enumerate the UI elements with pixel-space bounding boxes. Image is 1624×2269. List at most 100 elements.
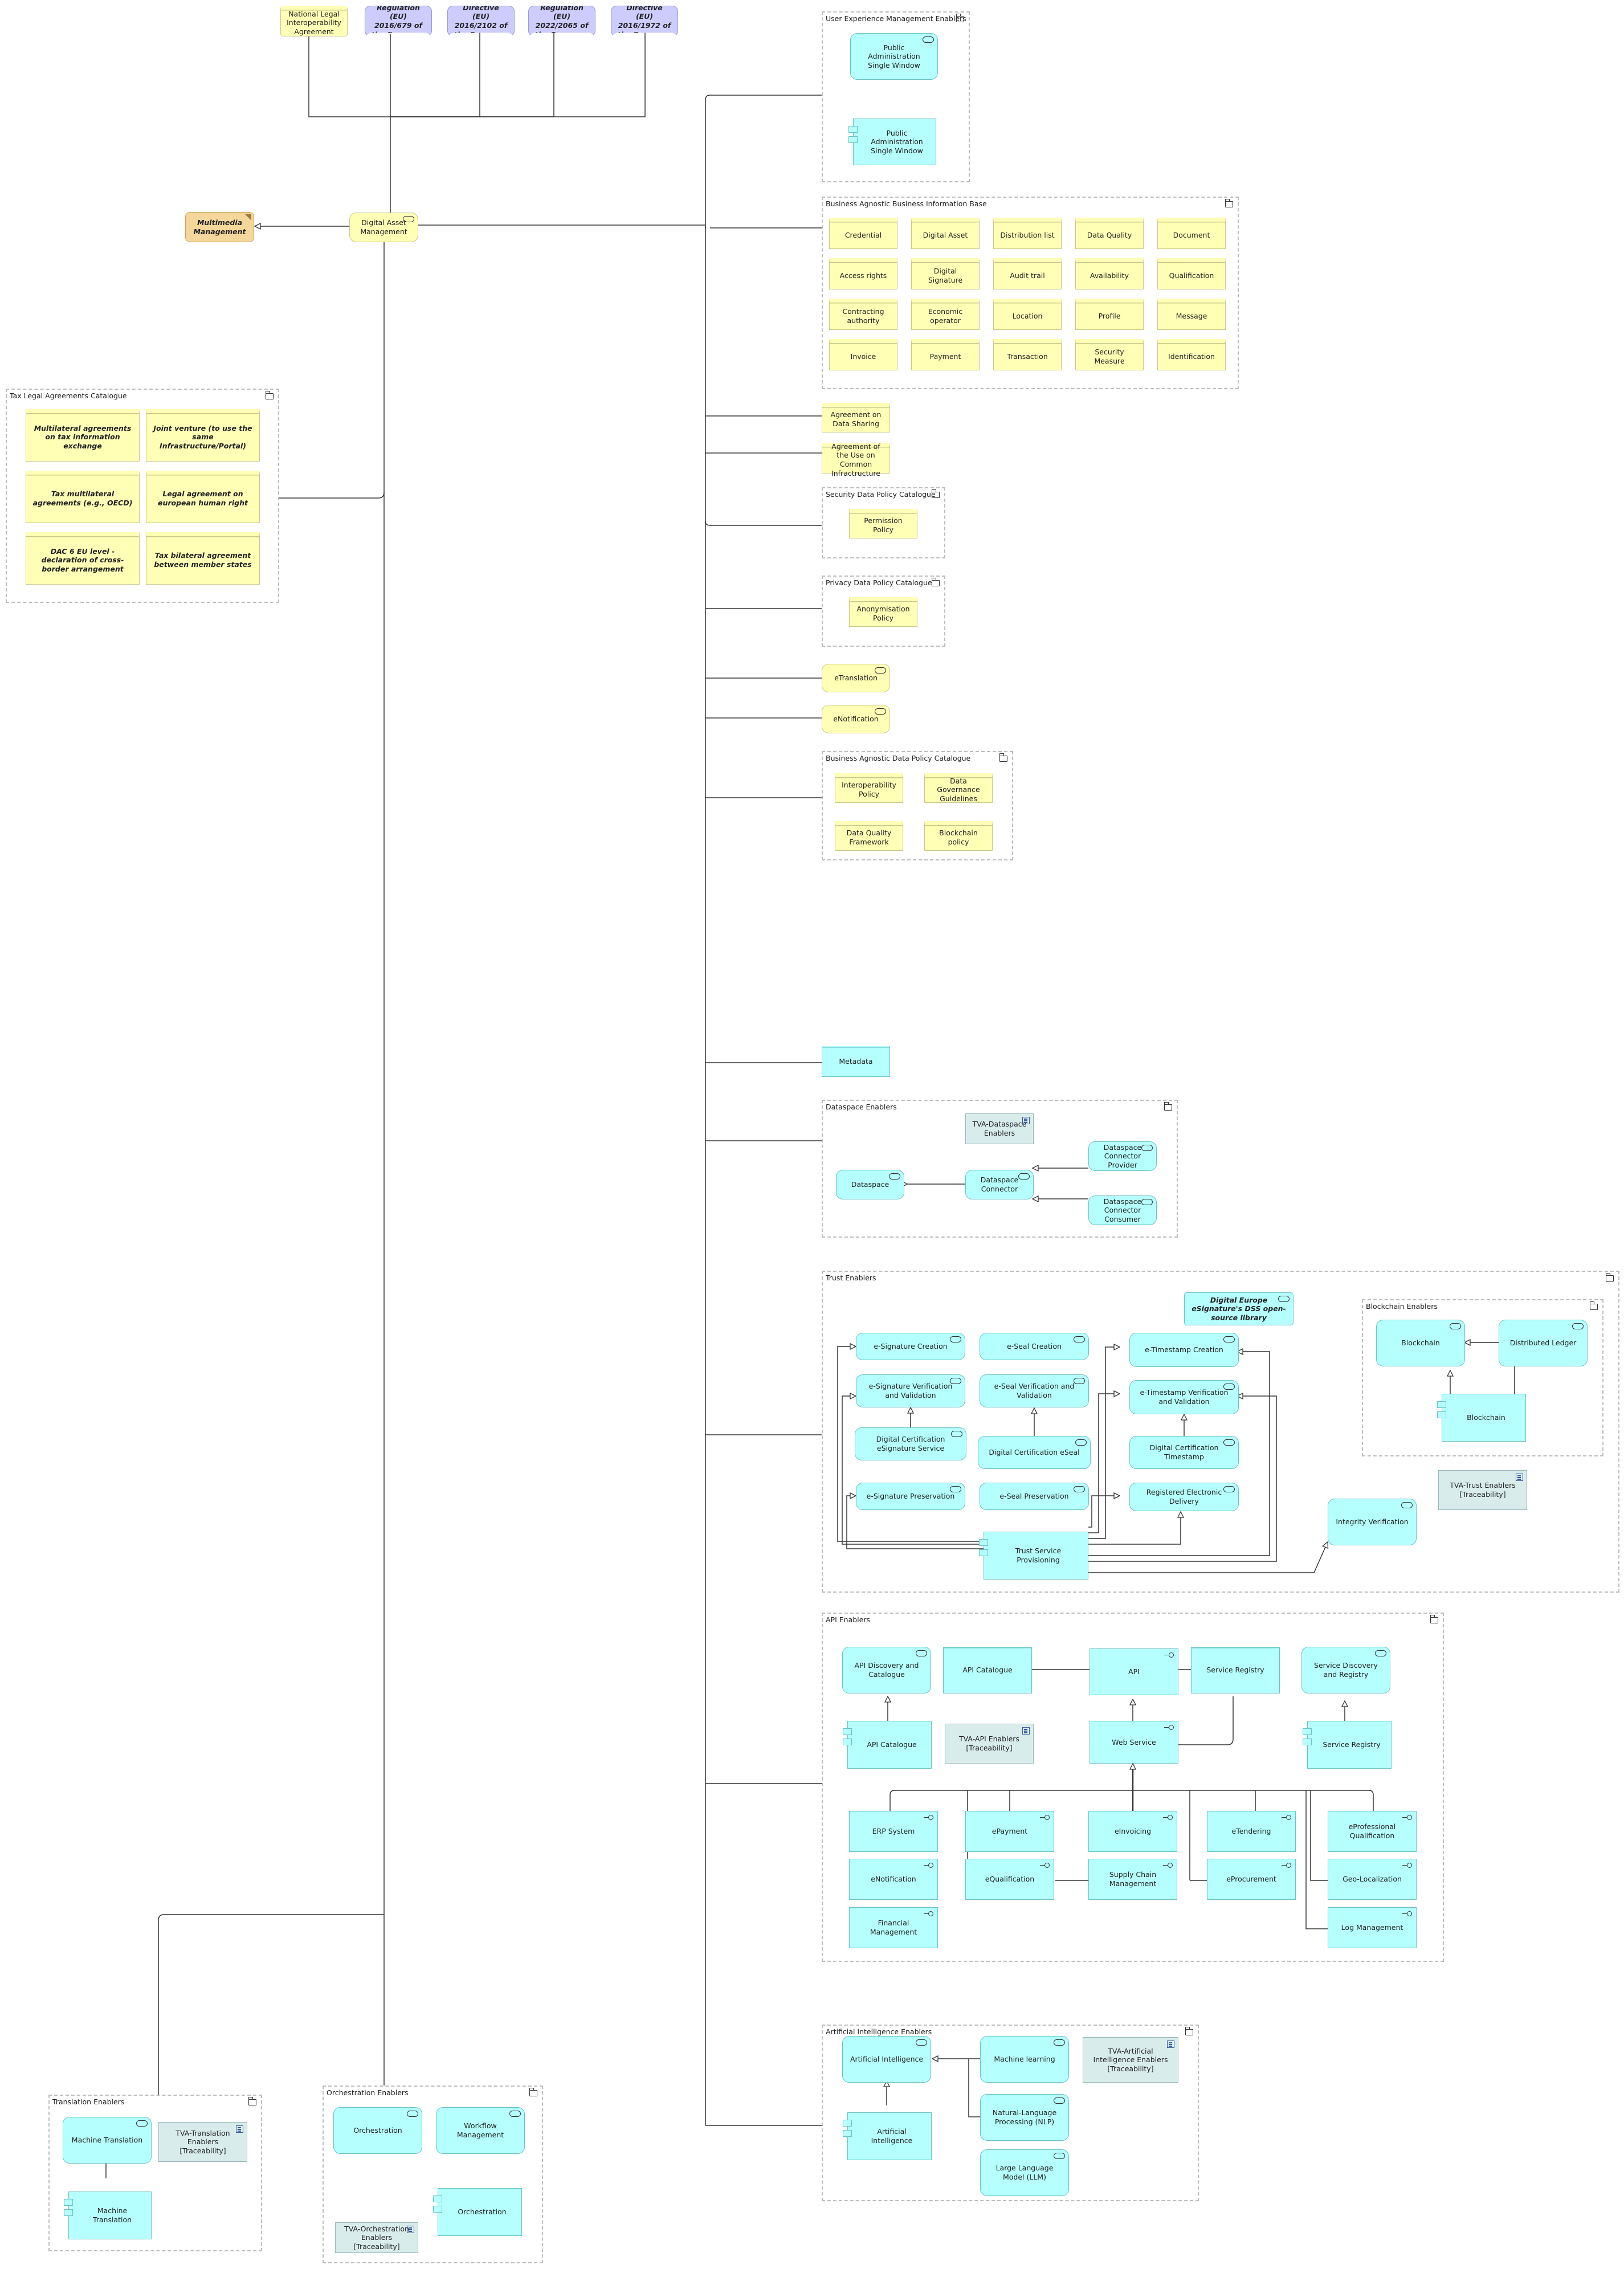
business-object[interactable]: Message xyxy=(1157,299,1226,330)
tva-ai-enablers[interactable]: TVA-Artificial Intelligence Enablers [Tr… xyxy=(1083,2037,1178,2083)
api-interface[interactable]: API xyxy=(1090,1648,1178,1695)
tax-agreement[interactable]: Joint venture (to use the same Infrastru… xyxy=(146,409,260,462)
eseal-creation[interactable]: e-Seal Creation xyxy=(980,1333,1089,1360)
business-object[interactable]: Location xyxy=(993,299,1062,330)
service-discovery-registry[interactable]: Service Discovery and Registry xyxy=(1301,1647,1390,1693)
agreement-data-sharing[interactable]: Agreement on Data Sharing xyxy=(822,403,890,432)
interoperability-policy[interactable]: Interoperability Policy xyxy=(835,773,903,803)
business-object[interactable]: Distribution list xyxy=(993,218,1062,249)
orchestration-component[interactable]: Orchestration xyxy=(433,2188,522,2236)
group-tax-legal-agreements[interactable]: Tax Legal Agreements Catalogue xyxy=(6,389,279,603)
tax-agreement[interactable]: DAC 6 EU level - declaration of cross-bo… xyxy=(26,532,140,585)
business-object[interactable]: Digital Asset xyxy=(911,218,980,249)
business-object[interactable]: Transaction xyxy=(993,339,1062,370)
group-blockchain[interactable]: Blockchain Enablers xyxy=(1362,1299,1603,1456)
blockchain-policy[interactable]: Blockchain policy xyxy=(924,821,993,851)
legal-agreement-national[interactable]: National Legal Interoperability Agreemen… xyxy=(280,6,348,36)
business-object[interactable]: Security Measure xyxy=(1075,339,1144,370)
business-object[interactable]: Payment xyxy=(911,339,980,370)
machine-translation-service[interactable]: Machine Translation xyxy=(63,2117,152,2164)
group-user-experience[interactable]: User Experience Management Enablers xyxy=(822,11,970,182)
multimedia-management-deliverable[interactable]: Multimedia Management xyxy=(185,212,254,242)
group-translation[interactable]: Translation Enablers xyxy=(48,2095,262,2251)
directive-2016-1972[interactable]: Directive (EU) 2016/1972 of the European xyxy=(611,6,678,36)
enotification-service[interactable]: eNotification xyxy=(822,705,890,733)
anonymisation-policy[interactable]: Anonymisation Policy xyxy=(849,597,917,627)
api-discovery-catalogue[interactable]: API Discovery and Catalogue xyxy=(842,1647,931,1693)
dataspace-connector-consumer[interactable]: Dataspace Connector Consumer xyxy=(1088,1195,1157,1225)
business-object[interactable]: Availability xyxy=(1075,258,1144,289)
financial-management-interface[interactable]: Financial Management xyxy=(849,1907,938,1948)
machine-translation-component[interactable]: Machine Translation xyxy=(64,2192,152,2239)
llm-service[interactable]: Large Language Model (LLM) xyxy=(980,2149,1069,2196)
service-registry-object[interactable]: Service Registry xyxy=(1191,1647,1280,1693)
business-object[interactable]: Audit trail xyxy=(993,258,1062,289)
integrity-verification[interactable]: Integrity Verification xyxy=(1328,1499,1417,1545)
group-trust[interactable]: Trust Enablers xyxy=(822,1271,1619,1593)
tax-agreement[interactable]: Tax bilateral agreement between member s… xyxy=(146,532,260,585)
esignature-preservation[interactable]: e-Signature Preservation xyxy=(856,1483,965,1510)
esignature-creation[interactable]: e-Signature Creation xyxy=(856,1333,965,1360)
geo-localization-interface[interactable]: Geo-Localization xyxy=(1328,1859,1417,1900)
tax-agreement[interactable]: Legal agreement on european human right xyxy=(146,471,260,523)
esignature-verification[interactable]: e-Signature Verification and Validation xyxy=(856,1374,965,1407)
data-governance-guidelines[interactable]: Data Governance Guidelines xyxy=(924,773,993,803)
tva-dataspace-enablers[interactable]: TVA-Dataspace Enablers xyxy=(965,1113,1034,1144)
distributed-ledger-service[interactable]: Distributed Ledger xyxy=(1499,1320,1588,1366)
log-management-interface[interactable]: Log Management xyxy=(1328,1907,1417,1948)
api-catalogue-object[interactable]: API Catalogue xyxy=(943,1647,1032,1693)
group-security-policy[interactable]: Security Data Policy Catalogue xyxy=(822,487,945,558)
digital-certification-eseal[interactable]: Digital Certification eSeal xyxy=(978,1436,1091,1469)
orchestration-service[interactable]: Orchestration xyxy=(333,2107,422,2154)
dss-library[interactable]: Digital Europe eSignature's DSS open-sou… xyxy=(1184,1292,1294,1325)
nlp-service[interactable]: Natural-Language Processing (NLP) xyxy=(980,2094,1069,2141)
regulation-gdpr[interactable]: Regulation (EU) 2016/679 of the European xyxy=(365,6,432,36)
service-registry-component[interactable]: Service Registry xyxy=(1303,1721,1392,1769)
group-privacy-policy[interactable]: Privacy Data Policy Catalogue xyxy=(822,576,945,647)
etendering-interface[interactable]: eTendering xyxy=(1207,1811,1296,1852)
machine-learning-service[interactable]: Machine learning xyxy=(980,2036,1069,2083)
eprocurement-interface[interactable]: eProcurement xyxy=(1207,1859,1296,1900)
business-object[interactable]: Credential xyxy=(829,218,897,249)
etimestamp-creation[interactable]: e-Timestamp Creation xyxy=(1129,1333,1239,1367)
business-object[interactable]: Access rights xyxy=(829,258,897,289)
ai-component[interactable]: Artificial Intelligence xyxy=(843,2112,932,2160)
digital-certification-esignature[interactable]: Digital Certification eSignature Service xyxy=(855,1427,966,1460)
dataspace-connector[interactable]: Dataspace Connector xyxy=(965,1170,1034,1199)
business-object[interactable]: Document xyxy=(1157,218,1226,249)
workflow-management-service[interactable]: Workflow Management xyxy=(436,2107,525,2154)
tax-agreement[interactable]: Multilateral agreements on tax informati… xyxy=(26,409,140,462)
tax-agreement[interactable]: Tax multilateral agreements (e.g., OECD) xyxy=(26,471,140,523)
group-api[interactable]: API Enablers xyxy=(822,1613,1444,1962)
dataspace-connector-provider[interactable]: Dataspace Connector Provider xyxy=(1088,1141,1157,1171)
metadata-object[interactable]: Metadata xyxy=(822,1046,890,1077)
tva-translation-enablers[interactable]: TVA-Translation Enablers [Traceability] xyxy=(158,2122,247,2162)
data-quality-framework[interactable]: Data Quality Framework xyxy=(835,821,903,851)
tva-trust-enablers[interactable]: TVA-Trust Enablers [Traceability] xyxy=(1438,1470,1527,1510)
tva-api-enablers[interactable]: TVA-API Enablers [Traceability] xyxy=(945,1724,1034,1764)
einvoicing-interface[interactable]: eInvoicing xyxy=(1088,1811,1177,1852)
trust-service-provisioning-component[interactable]: Trust Service Provisioning xyxy=(979,1532,1088,1580)
business-object[interactable]: Data Quality xyxy=(1075,218,1144,249)
business-object[interactable]: Economic operator xyxy=(911,299,980,330)
registered-electronic-delivery[interactable]: Registered Electronic Delivery xyxy=(1129,1483,1239,1511)
api-catalogue-component[interactable]: API Catalogue xyxy=(843,1721,932,1769)
tva-orchestration-enablers[interactable]: TVA-Orchestration Enablers [Traceability… xyxy=(335,2222,418,2253)
digital-asset-management-service[interactable]: Digital Asset Management xyxy=(349,213,418,242)
blockchain-component[interactable]: Blockchain xyxy=(1437,1394,1526,1442)
supply-chain-management-interface[interactable]: Supply Chain Management xyxy=(1088,1859,1177,1900)
eseal-preservation[interactable]: e-Seal Preservation xyxy=(980,1483,1089,1510)
group-business-information-base[interactable]: Business Agnostic Business Information B… xyxy=(822,197,1239,389)
equalification-interface[interactable]: eQualification xyxy=(965,1859,1054,1900)
eprofessional-qualification-interface[interactable]: eProfessional Qualification xyxy=(1328,1811,1417,1852)
web-service-interface[interactable]: Web Service xyxy=(1090,1721,1178,1764)
group-data-policy[interactable]: Business Agnostic Data Policy Catalogue xyxy=(822,751,1013,860)
group-artificial-intelligence[interactable]: Artificial Intelligence Enablers xyxy=(822,2025,1199,2201)
directive-2016-2102[interactable]: Directive (EU) 2016/2102 of the European xyxy=(447,6,515,36)
regulation-2022-2065[interactable]: Regulation (EU) 2022/2065 of the Europea… xyxy=(528,6,595,36)
business-object[interactable]: Profile xyxy=(1075,299,1144,330)
erp-system-interface[interactable]: ERP System xyxy=(849,1811,938,1852)
ai-service[interactable]: Artificial Intelligence xyxy=(842,2036,931,2083)
business-object[interactable]: Contracting authority xyxy=(829,299,897,330)
group-orchestration[interactable]: Orchestration Enablers xyxy=(323,2086,543,2263)
